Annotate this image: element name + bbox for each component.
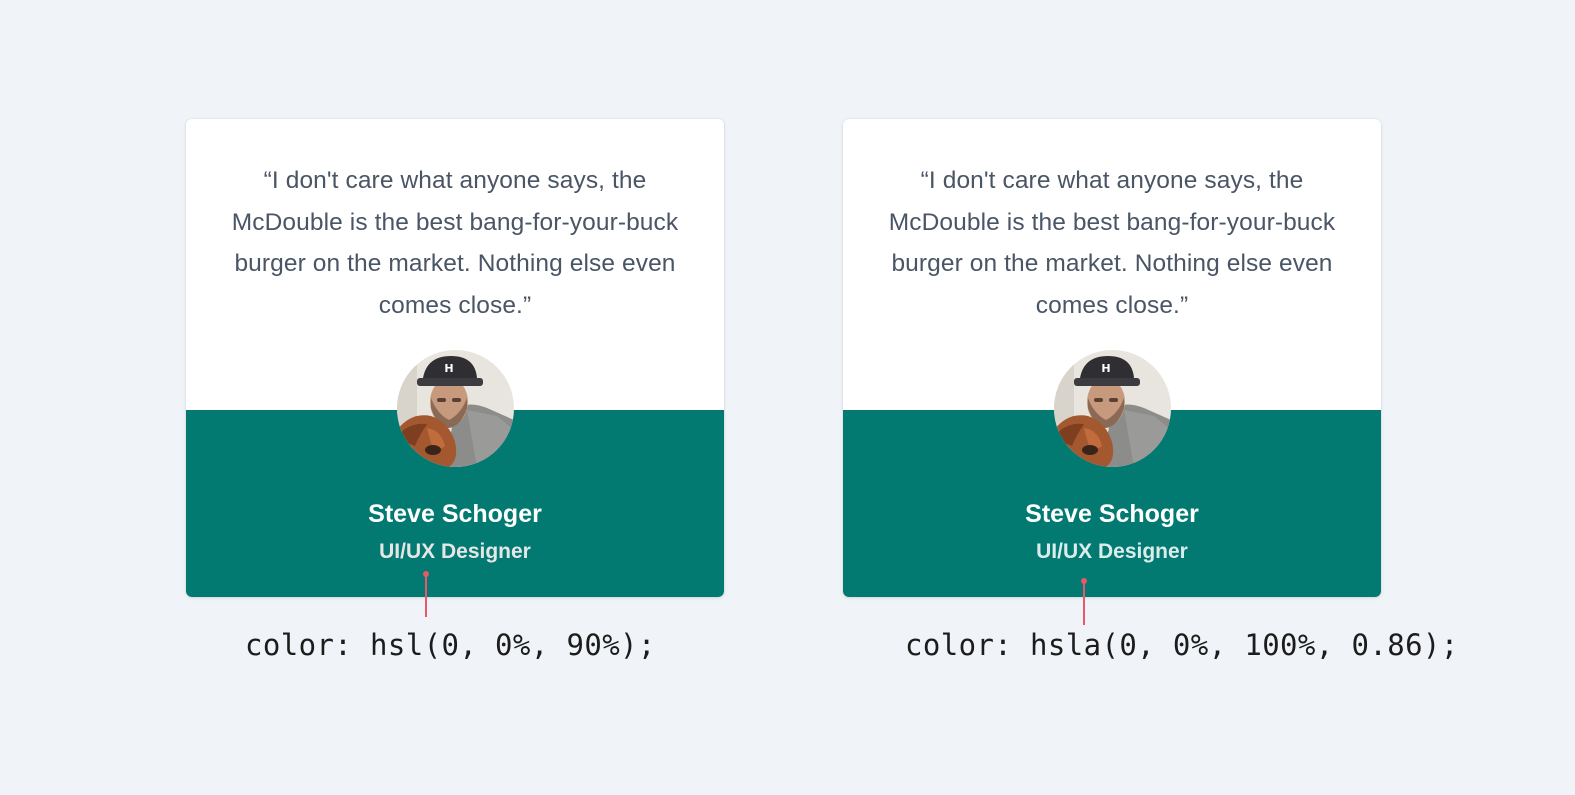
person-role: UI/UX Designer [1036, 540, 1188, 563]
svg-text:H: H [444, 362, 453, 375]
avatar: H [397, 350, 514, 467]
testimonial-quote: “I don't care what anyone says, the McDo… [231, 167, 679, 319]
testimonial-card-left: “I don't care what anyone says, the McDo… [186, 119, 724, 597]
person-name: Steve Schoger [368, 500, 542, 528]
annotation-pointer-left [423, 571, 429, 617]
testimonial-card-right: “I don't care what anyone says, the McDo… [843, 119, 1381, 597]
person-role: UI/UX Designer [379, 540, 531, 563]
css-code-caption-right: color: hsla(0, 0%, 100%, 0.86); [905, 628, 1459, 662]
avatar-photo-icon: H [1054, 350, 1171, 467]
person-name: Steve Schoger [1025, 500, 1199, 528]
avatar: H [1054, 350, 1171, 467]
avatar-photo-icon: H [397, 350, 514, 467]
testimonial-quote: “I don't care what anyone says, the McDo… [888, 167, 1336, 319]
svg-text:H: H [1101, 362, 1110, 375]
annotation-pointer-right [1081, 578, 1087, 625]
css-code-caption-left: color: hsl(0, 0%, 90%); [245, 628, 656, 662]
